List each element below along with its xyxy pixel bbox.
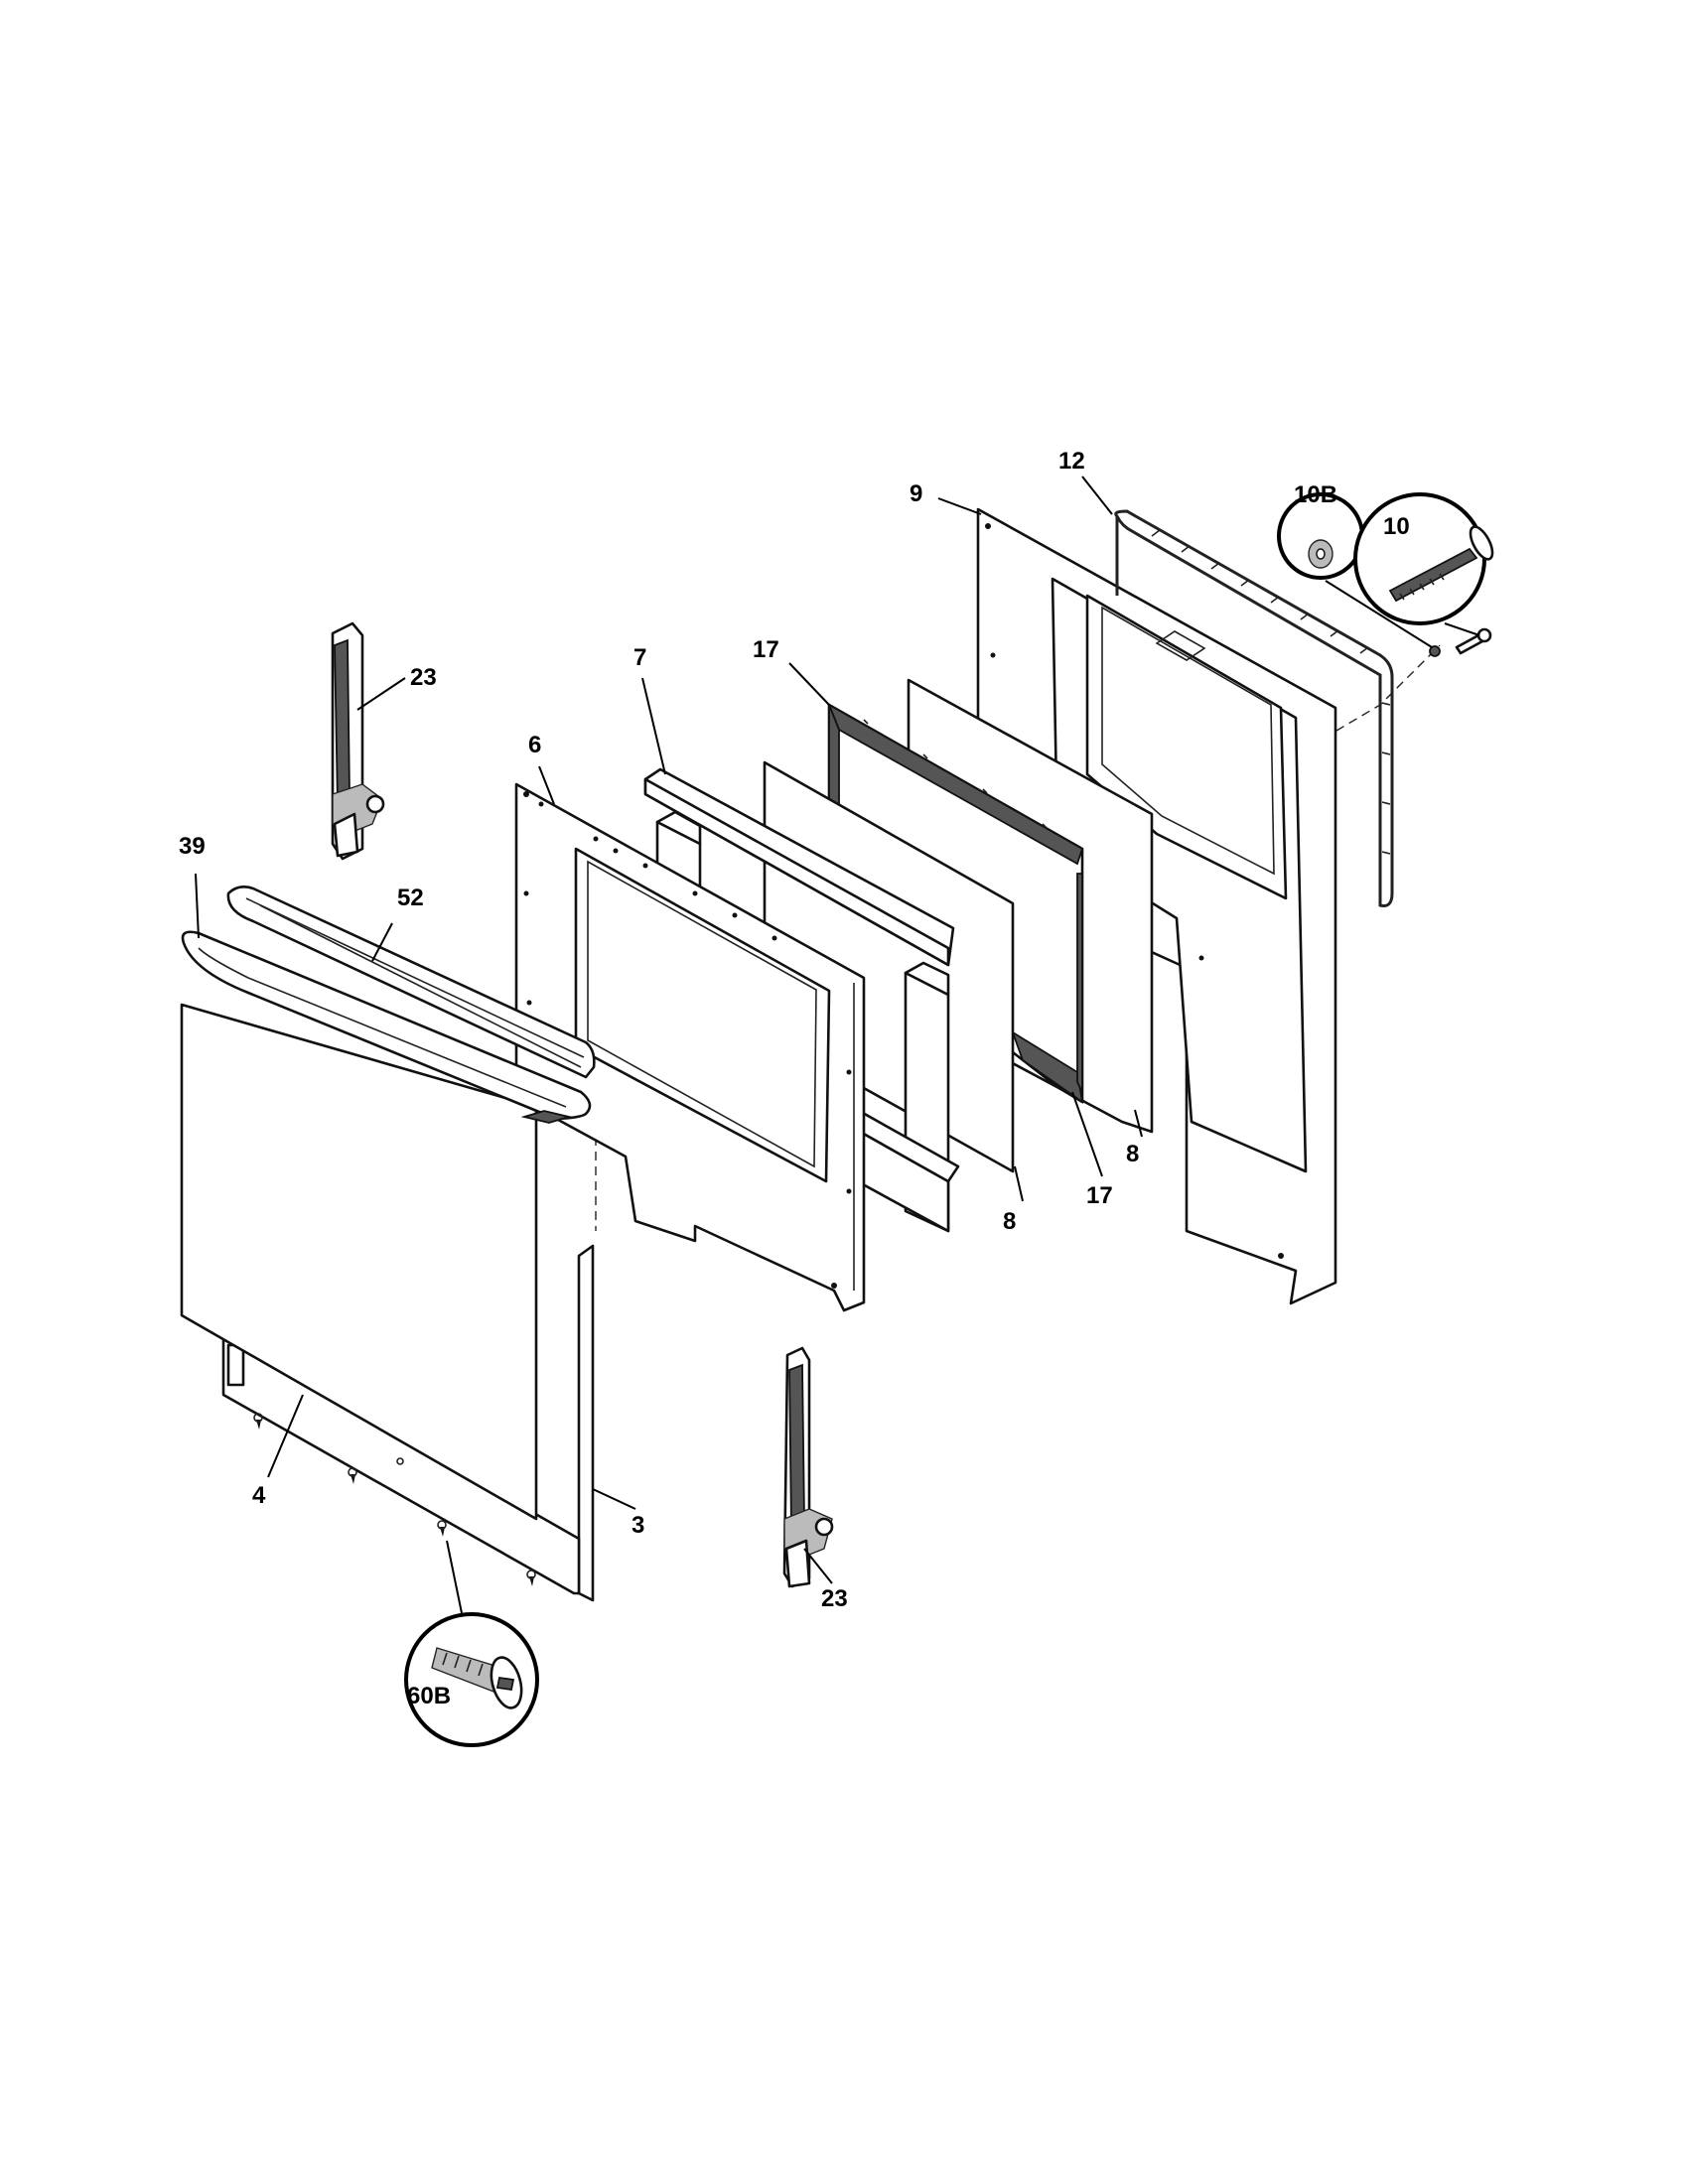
callout-9: 9 <box>910 480 922 507</box>
leader-lines <box>195 476 1480 1614</box>
leader-23-lower <box>803 1548 833 1584</box>
leader-52 <box>371 922 393 962</box>
callout-12: 12 <box>1058 448 1085 475</box>
detail-bubble-60b <box>404 1612 539 1747</box>
leader-17-upper <box>788 662 830 706</box>
leader-9 <box>937 497 982 515</box>
door-handle <box>181 930 592 1124</box>
leader-3 <box>592 1488 636 1510</box>
gasket-clips <box>1151 529 1391 855</box>
handle-trim <box>226 886 596 1079</box>
leader-10 <box>1444 622 1480 636</box>
leader-8-mid <box>1014 1165 1024 1202</box>
callout-3: 3 <box>632 1512 644 1539</box>
outer-door-frame <box>221 1244 595 1602</box>
leader-12 <box>1081 476 1113 515</box>
detail-bubble-10b <box>1277 492 1364 580</box>
leader-8-right <box>1134 1109 1143 1138</box>
callout-17-upper: 17 <box>753 636 779 663</box>
callout-6: 6 <box>528 732 541 758</box>
callout-labels: 23 39 52 6 7 17 9 12 10B 10 8 8 17 4 3 2… <box>179 448 1410 1709</box>
leader-10b <box>1325 580 1433 648</box>
callout-39: 39 <box>179 833 206 860</box>
door-hinge-lower <box>782 1346 834 1588</box>
callout-17-lower: 17 <box>1086 1182 1113 1209</box>
callout-23-lower: 23 <box>821 1585 848 1612</box>
leader-17-lower <box>1071 1091 1103 1177</box>
callout-8-right: 8 <box>1126 1141 1139 1167</box>
callout-4: 4 <box>252 1482 266 1509</box>
screw-assembly-parts <box>1429 627 1492 657</box>
callout-52: 52 <box>397 885 424 911</box>
door-gasket <box>1114 509 1394 907</box>
callout-7: 7 <box>633 644 646 671</box>
callout-8-mid: 8 <box>1003 1208 1016 1235</box>
leader-7 <box>641 677 666 775</box>
callout-23-upper: 23 <box>410 664 437 691</box>
leader-60b <box>446 1540 463 1614</box>
detail-bubble-10 <box>1353 492 1494 625</box>
leader-39 <box>195 873 200 939</box>
callout-60b: 60B <box>407 1683 451 1709</box>
door-back-panel <box>976 507 1337 1305</box>
leader-4 <box>267 1394 304 1478</box>
door-glass-panel <box>180 1003 538 1521</box>
callout-10: 10 <box>1383 513 1410 540</box>
inner-door-liner <box>514 782 866 1312</box>
frame-screws <box>253 1413 536 1586</box>
leader-6 <box>538 765 555 805</box>
leader-23-upper <box>356 677 406 711</box>
callout-10b: 10B <box>1294 481 1337 508</box>
door-hinge-upper <box>331 621 385 861</box>
